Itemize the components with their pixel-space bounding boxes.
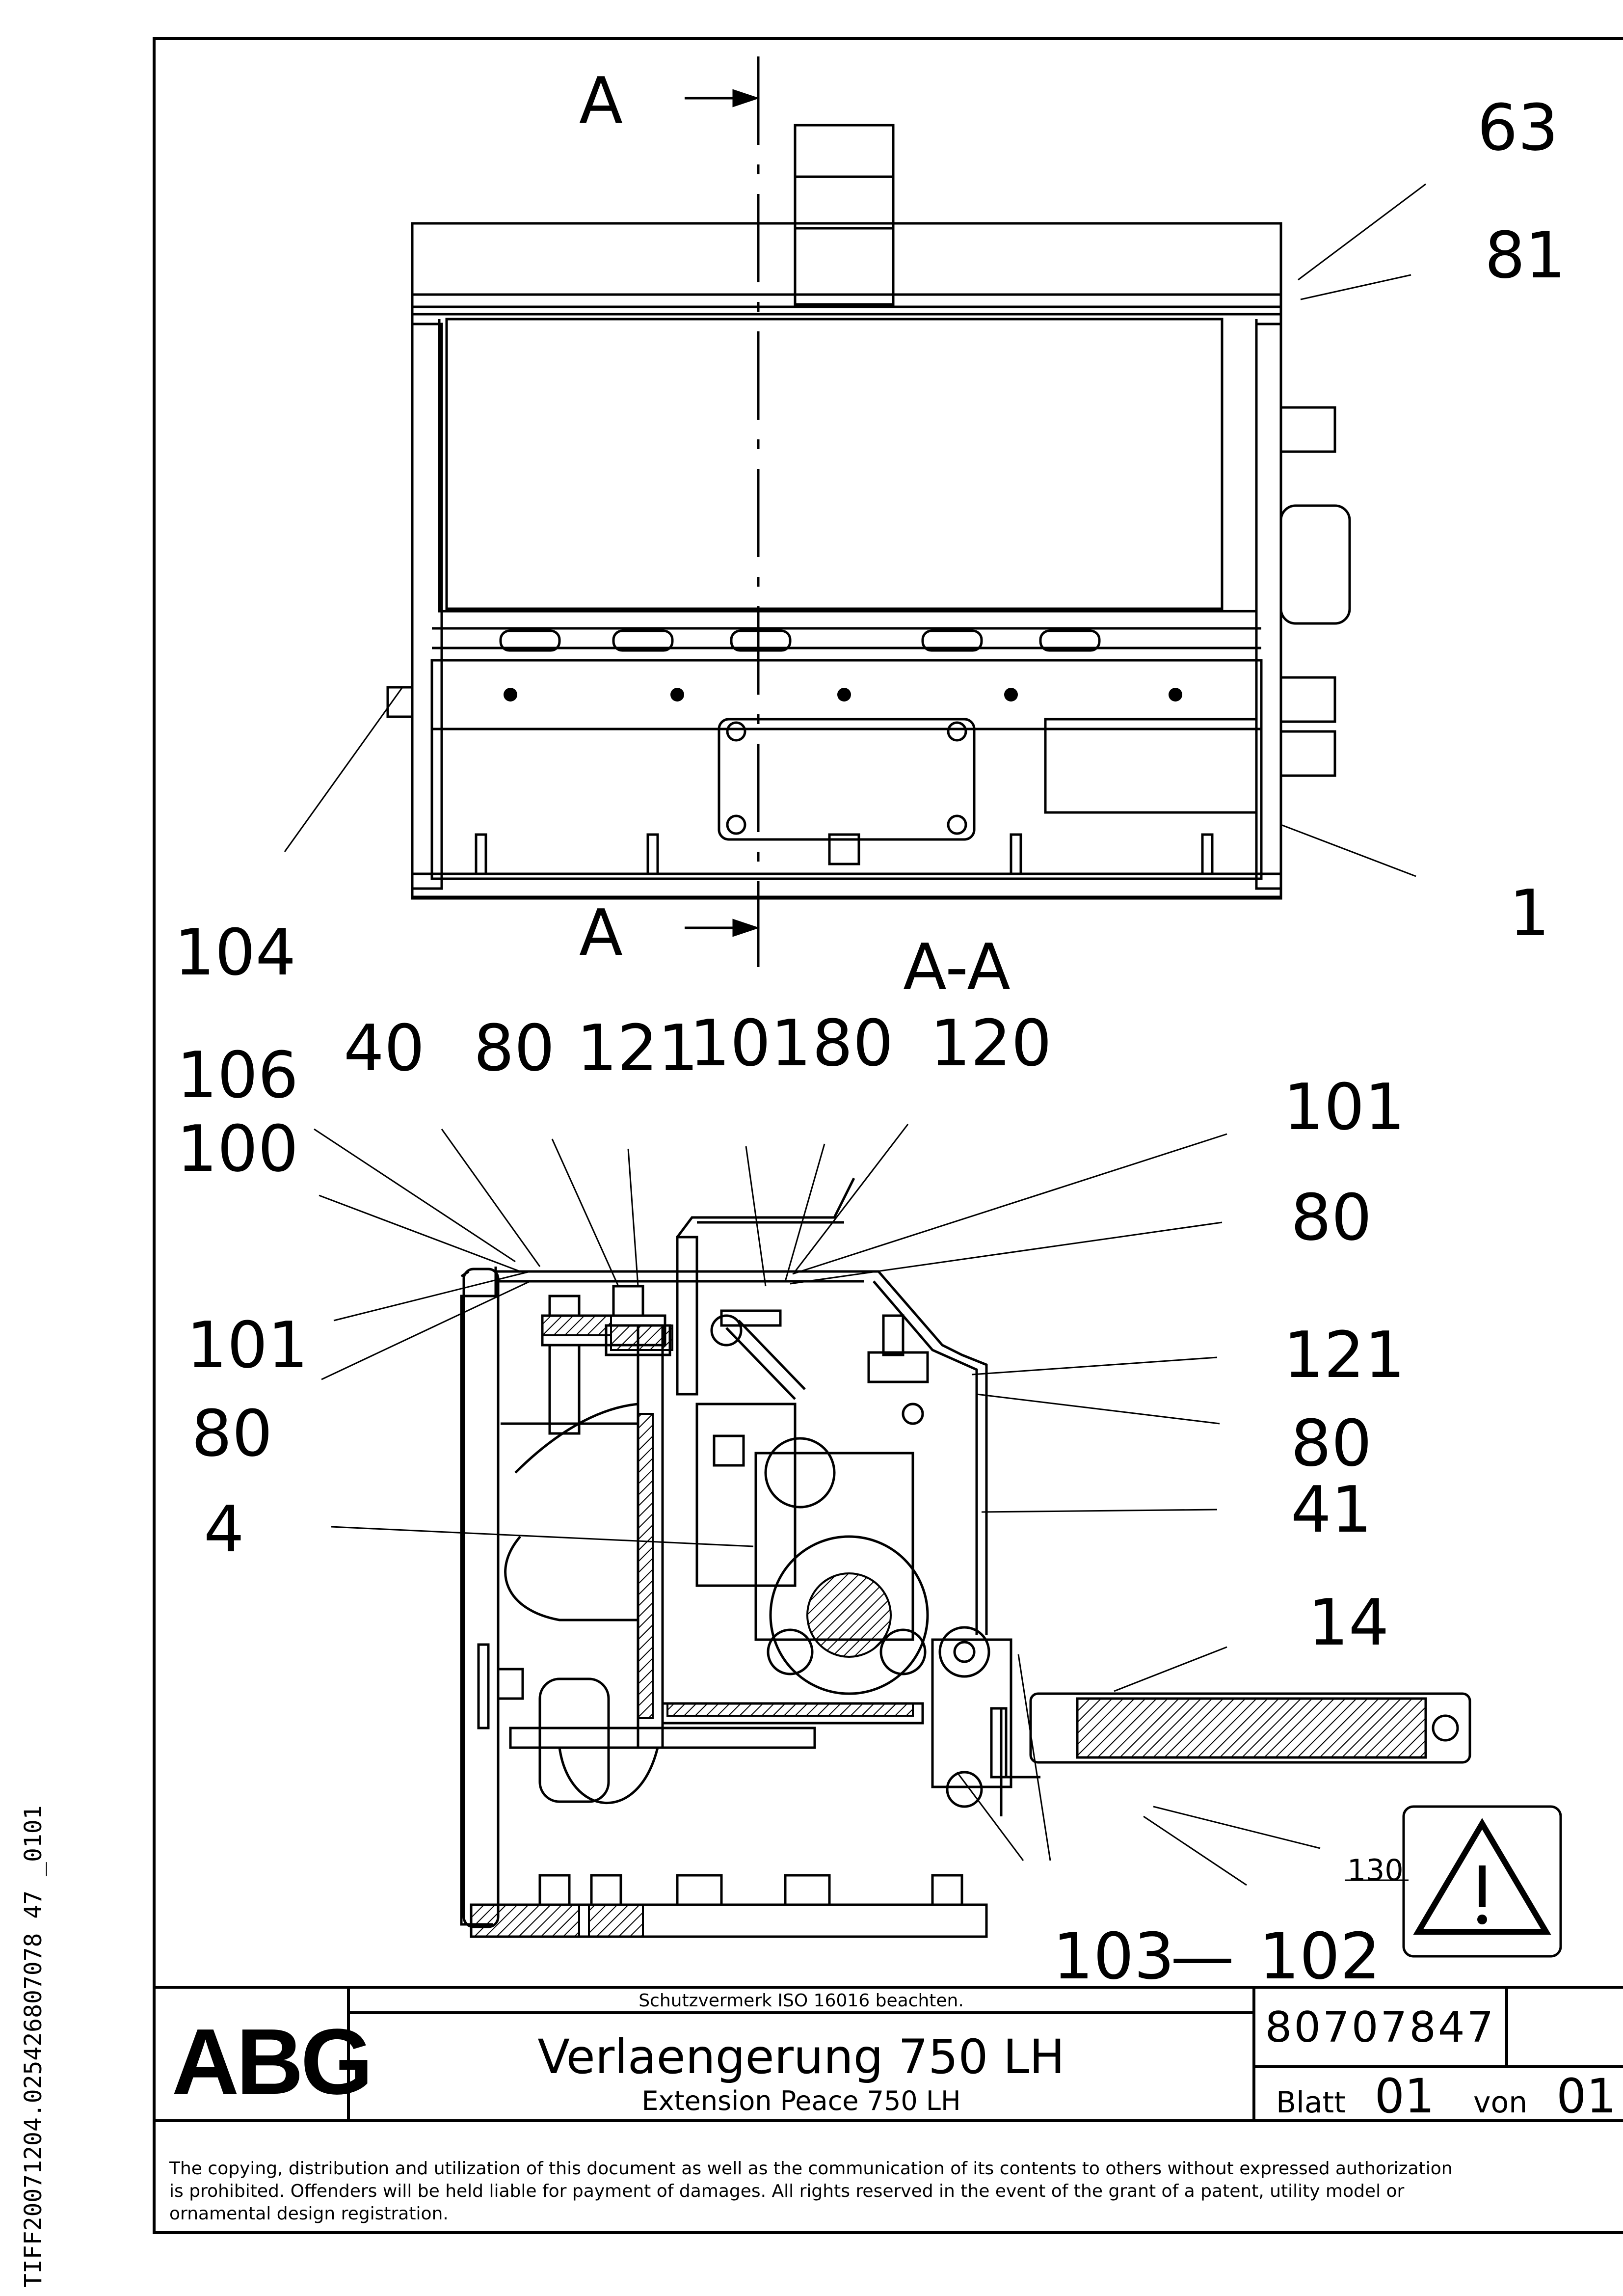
abg-logo: ABG — [172, 2010, 373, 2114]
part-label-1: 1 — [1509, 876, 1550, 950]
section-hatching — [470, 1315, 1427, 1938]
section-label-80-a: 80 — [474, 1011, 555, 1085]
sheet-total: 01 — [1556, 2069, 1617, 2124]
section-label-106: 106 — [177, 1038, 298, 1112]
sheet-label: Blatt — [1276, 2085, 1346, 2120]
section-label-102: 102 — [1259, 1919, 1381, 1994]
section-line — [685, 56, 760, 967]
drawing-frame — [153, 37, 1623, 2234]
part-label-81: 81 — [1485, 218, 1566, 293]
section-label-100: 100 — [177, 1111, 298, 1186]
protection-note: Schutzvermerk ISO 16016 beachten. — [639, 1991, 964, 2011]
top-view-leaders — [284, 183, 1426, 877]
section-label-80-e: 80 — [1291, 1406, 1372, 1481]
copyright-line: The copying, distribution and utilizatio… — [169, 2159, 1453, 2179]
section-label-4: 4 — [204, 1492, 244, 1567]
section-leaders — [314, 1124, 1409, 1886]
section-title: A-A — [903, 930, 1011, 1004]
warning-label-130: 130 — [1347, 1853, 1404, 1888]
sheet-of-label: von — [1473, 2085, 1528, 2120]
section-label-80-d: 80 — [1291, 1180, 1372, 1255]
section-label-101-b: 101 — [186, 1308, 308, 1382]
section-label-41: 41 — [1291, 1472, 1372, 1547]
section-label-101-c: 101 — [1283, 1070, 1405, 1144]
warning-sign-130: 130 — [1347, 1805, 1562, 1958]
section-label-80-b: 80 — [812, 1006, 893, 1080]
part-label-63: 63 — [1477, 90, 1558, 165]
section-marker-a-bottom: A — [579, 895, 623, 970]
drawing-number: 80707847 — [1265, 2003, 1496, 2052]
section-label-120: 120 — [930, 1006, 1052, 1080]
copyright-notice: The copying, distribution and utilizatio… — [169, 2158, 1622, 2225]
section-label-dash: — — [1171, 1919, 1234, 1994]
section-marker-a-top: A — [579, 63, 623, 138]
section-label-40: 40 — [344, 1011, 425, 1085]
title-block-lines — [154, 1986, 1623, 2122]
part-label-104: 104 — [174, 915, 296, 990]
section-label-103: 103 — [1053, 1919, 1174, 1994]
section-top-labels: 40 80 121 101 80 120 — [344, 1006, 1052, 1085]
drawing-title-en: Extension Peace 750 LH — [641, 2085, 961, 2116]
section-label-121-b: 121 — [1283, 1318, 1405, 1392]
section-bottom-labels: 103 — 102 — [1053, 1919, 1381, 1994]
copyright-line: ornamental design registration. — [169, 2204, 449, 2224]
section-left-labels: 106 100 101 80 4 — [177, 1038, 308, 1567]
copyright-line: is prohibited. Offenders will be held li… — [169, 2181, 1405, 2201]
section-label-14: 14 — [1308, 1585, 1389, 1660]
section-label-80-c: 80 — [191, 1396, 272, 1471]
top-view — [386, 124, 1351, 900]
section-right-labels: 101 80 121 80 41 14 — [1283, 1070, 1405, 1660]
sheet-number: 01 — [1374, 2069, 1435, 2124]
top-view-bolts — [504, 688, 1182, 702]
sheet-info: Blatt 01 von 01 — [1276, 2073, 1620, 2125]
drawing-title-de: Verlaengerung 750 LH — [537, 2029, 1065, 2084]
section-label-101-a: 101 — [690, 1006, 811, 1080]
margin-file-name: TIFF20071204.025426807078 47 _0101 — [20, 1805, 47, 2288]
section-view — [460, 1177, 1471, 1938]
section-label-121-a: 121 — [577, 1011, 698, 1085]
